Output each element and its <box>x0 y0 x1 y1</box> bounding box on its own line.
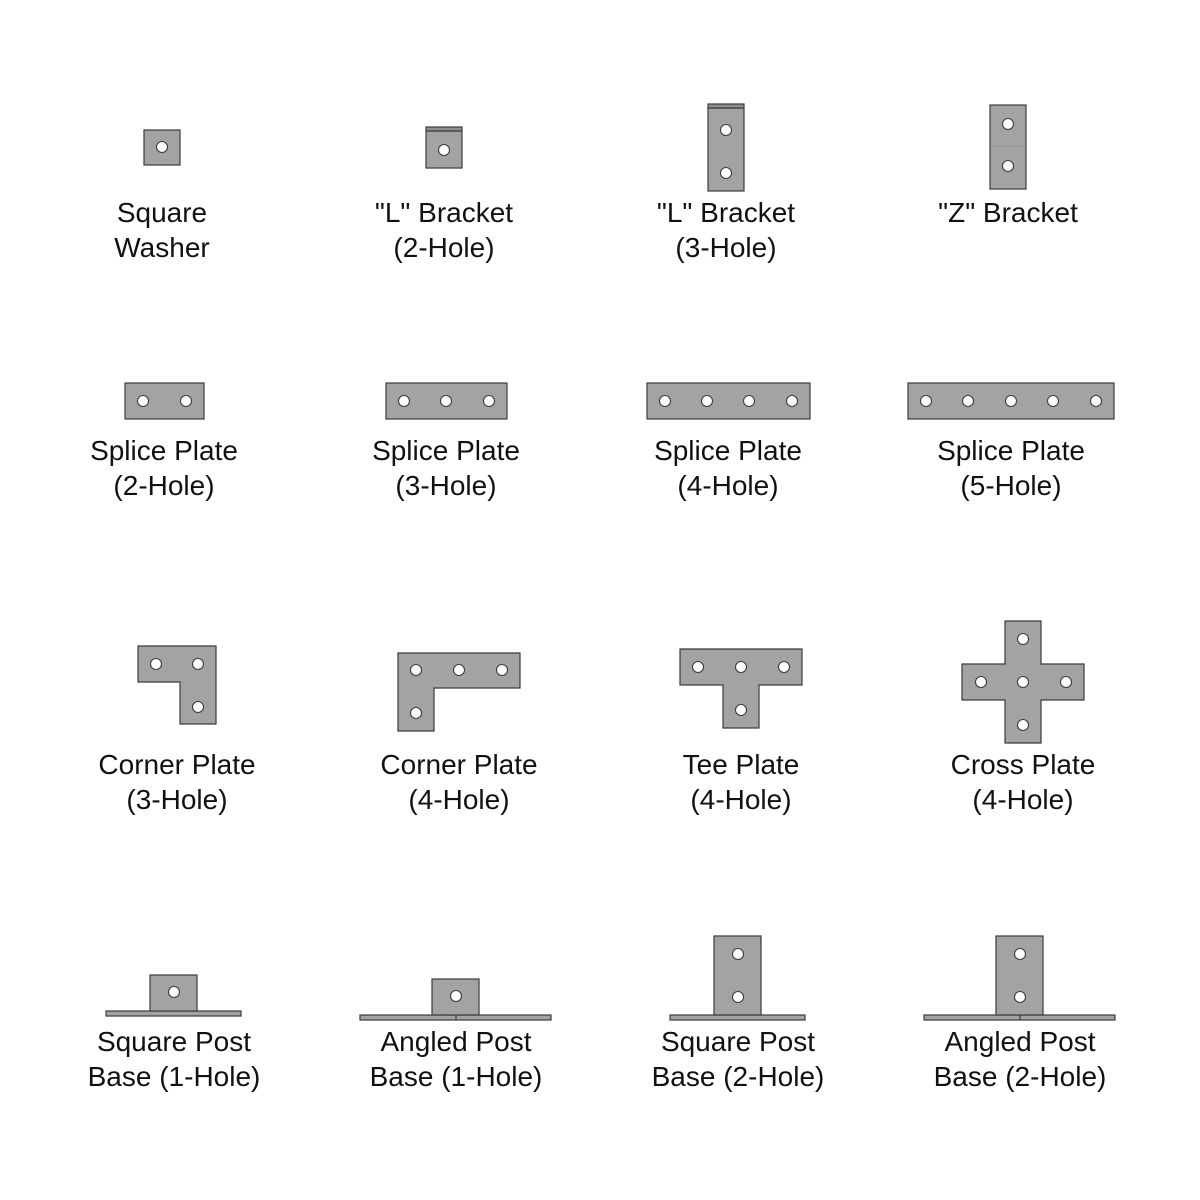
label-line-1: Square Post <box>660 1026 816 1057</box>
angled-post-base-2-hole-shape <box>923 935 1116 1021</box>
label-line-2: (4-Hole) <box>677 470 779 501</box>
label-line-1: Corner Plate <box>98 749 256 780</box>
splice-plate-5-hole-shape <box>907 382 1115 420</box>
label-splice-plate-5-hole: Splice Plate (5-Hole) <box>861 433 1161 503</box>
label-line-1: Corner Plate <box>380 749 538 780</box>
label-square-post-base-2-hole: Square Post Base (2-Hole) <box>588 1024 888 1094</box>
label-line-2: Base (2-Hole) <box>933 1061 1107 1092</box>
l-bracket-3-hole-shape <box>707 103 745 192</box>
square-post-base-2-hole-shape <box>669 935 806 1021</box>
label-splice-plate-3-hole: Splice Plate (3-Hole) <box>296 433 596 503</box>
label-angled-post-base-1-hole: Angled Post Base (1-Hole) <box>306 1024 606 1094</box>
label-line-1: Square Post <box>96 1026 252 1057</box>
label-line-2: (2-Hole) <box>113 470 215 501</box>
label-line-1: Cross Plate <box>950 749 1096 780</box>
label-line-1: Angled Post <box>944 1026 1096 1057</box>
label-angled-post-base-2-hole: Angled Post Base (2-Hole) <box>870 1024 1170 1094</box>
label-line-2: (4-Hole) <box>408 784 510 815</box>
square-post-base-1-hole-shape <box>105 974 242 1017</box>
splice-plate-4-hole-shape <box>646 382 811 420</box>
label-line-1: Tee Plate <box>682 749 800 780</box>
label-line-1: Square <box>116 197 208 228</box>
label-square-washer: Square Washer <box>12 195 312 265</box>
label-l-bracket-3-hole: "L" Bracket (3-Hole) <box>576 195 876 265</box>
square-washer-shape <box>143 129 181 166</box>
label-line-1: "Z" Bracket <box>938 197 1078 228</box>
splice-plate-2-hole-shape <box>124 382 205 420</box>
label-line-1: "L" Bracket <box>374 197 514 228</box>
splice-plate-3-hole-shape <box>385 382 508 420</box>
label-cross-plate-4-hole: Cross Plate (4-Hole) <box>873 747 1173 817</box>
tee-plate-4-hole-shape <box>679 648 803 729</box>
label-splice-plate-2-hole: Splice Plate (2-Hole) <box>14 433 314 503</box>
label-corner-plate-4-hole: Corner Plate (4-Hole) <box>309 747 609 817</box>
label-line-2: Base (1-Hole) <box>87 1061 261 1092</box>
label-corner-plate-3-hole: Corner Plate (3-Hole) <box>27 747 327 817</box>
label-z-bracket: "Z" Bracket <box>858 195 1158 230</box>
label-line-1: "L" Bracket <box>656 197 796 228</box>
label-line-2: (4-Hole) <box>972 784 1074 815</box>
label-line-1: Splice Plate <box>372 435 520 466</box>
corner-plate-4-hole-shape <box>397 652 521 732</box>
label-line-1: Splice Plate <box>654 435 802 466</box>
label-line-2: Base (2-Hole) <box>651 1061 825 1092</box>
label-splice-plate-4-hole: Splice Plate (4-Hole) <box>578 433 878 503</box>
cross-plate-4-hole-shape <box>961 620 1085 744</box>
angled-post-base-1-hole-shape <box>359 978 552 1021</box>
label-line-2: (3-Hole) <box>395 470 497 501</box>
label-line-2: Base (1-Hole) <box>369 1061 543 1092</box>
label-line-2: (5-Hole) <box>960 470 1062 501</box>
label-line-2: Washer <box>114 232 210 263</box>
label-line-1: Splice Plate <box>90 435 238 466</box>
label-square-post-base-1-hole: Square Post Base (1-Hole) <box>24 1024 324 1094</box>
label-line-2: (3-Hole) <box>675 232 777 263</box>
label-line-1: Angled Post <box>380 1026 532 1057</box>
label-tee-plate-4-hole: Tee Plate (4-Hole) <box>591 747 891 817</box>
label-line-1: Splice Plate <box>937 435 1085 466</box>
z-bracket-shape <box>989 104 1027 190</box>
l-bracket-2-hole-shape <box>425 126 463 169</box>
corner-plate-3-hole-shape <box>137 645 217 725</box>
label-line-2: (2-Hole) <box>393 232 495 263</box>
label-l-bracket-2-hole: "L" Bracket (2-Hole) <box>294 195 594 265</box>
label-line-2: (4-Hole) <box>690 784 792 815</box>
label-line-2: (3-Hole) <box>126 784 228 815</box>
